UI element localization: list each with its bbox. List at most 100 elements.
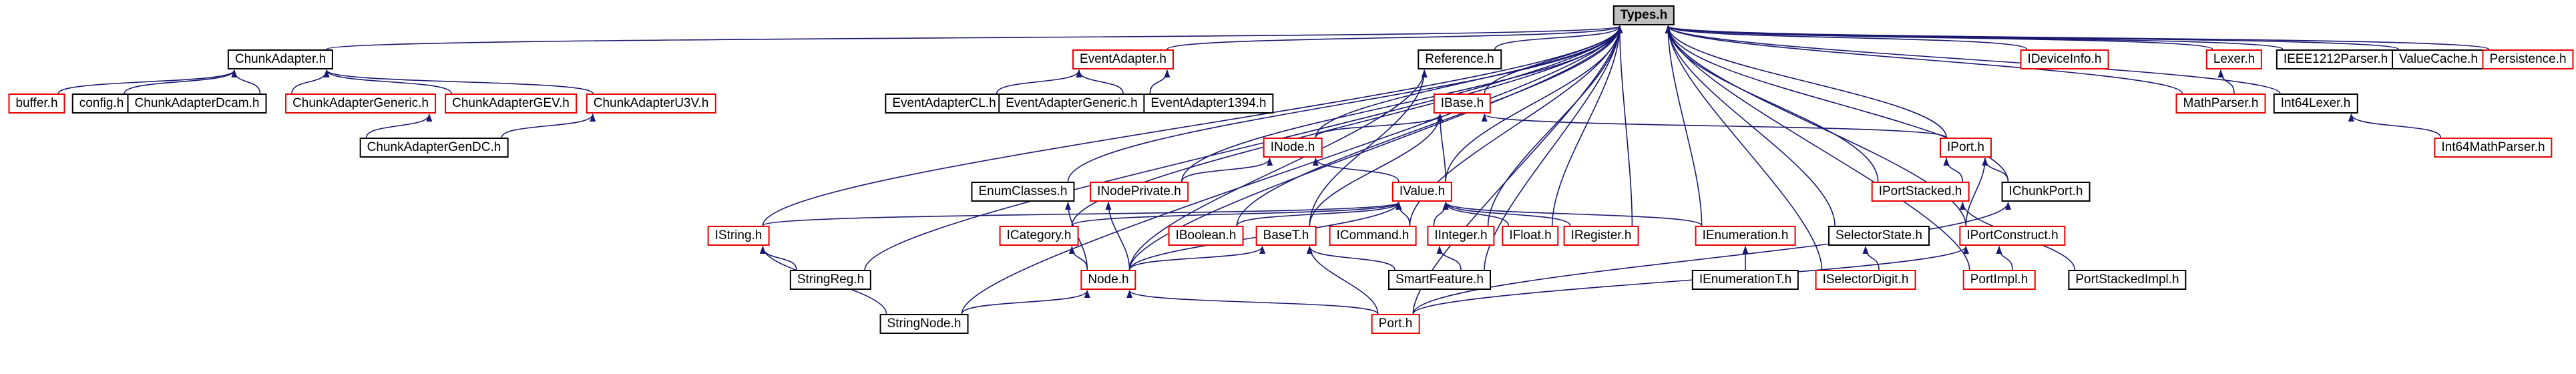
edge-port-to-baset <box>1306 246 1379 315</box>
edge-inodeprivate-to-inode <box>1181 158 1273 182</box>
edge-node-to-icategory <box>1068 246 1088 270</box>
edge-ideviceinfo-to-types <box>1665 25 2028 50</box>
edge-chunkadapter-to-types <box>326 25 1623 50</box>
node-mathparser-h[interactable]: MathParser.h <box>2175 94 2266 114</box>
edge-ichunkport-to-iport <box>1982 158 2009 182</box>
edge-stringreg-to-istring <box>759 246 797 270</box>
node-ivalue-h[interactable]: IValue.h <box>1391 182 1453 202</box>
node-icategory-h[interactable]: ICategory.h <box>999 226 1079 246</box>
node-inodeprivate-h[interactable]: INodePrivate.h <box>1090 182 1189 202</box>
edge-chunkadapterdcam-to-chunkadapter <box>231 69 261 94</box>
edge-baset-to-ibase <box>1309 114 1444 226</box>
node-stringnode-h[interactable]: StringNode.h <box>879 314 969 334</box>
edge-istring-to-types <box>762 25 1623 226</box>
edge-eventadaptercl-to-eventadapter <box>996 69 1082 94</box>
node-iboolean-h[interactable]: IBoolean.h <box>1168 226 1244 246</box>
node-lexer-h[interactable]: Lexer.h <box>2205 49 2263 69</box>
node-chunkadaptergeneric-h[interactable]: ChunkAdapterGeneric.h <box>285 94 436 114</box>
edge-icategory-to-ivalue <box>1071 202 1402 226</box>
edge-iboolean-to-types <box>1236 25 1623 226</box>
node-ieee1212parser-h[interactable]: IEEE1212Parser.h <box>2276 49 2396 69</box>
edge-portimpl-to-iportconstruct <box>1996 246 2013 270</box>
node-chunkadaptergev-h[interactable]: ChunkAdapterGEV.h <box>445 94 577 114</box>
node-chunkadapterdcam-h[interactable]: ChunkAdapterDcam.h <box>127 94 267 114</box>
node-ichunkport-h[interactable]: IChunkPort.h <box>2001 182 2091 202</box>
edge-iportconstruct-to-iport <box>1965 158 1988 226</box>
node-config-h[interactable]: config.h <box>71 94 132 114</box>
node-chunkadapter-h[interactable]: ChunkAdapter.h <box>227 49 334 69</box>
edge-smartfeature-to-baset <box>1306 246 1396 270</box>
edge-ichunkport-to-types <box>1665 25 2009 182</box>
node-icommand-h[interactable]: ICommand.h <box>1329 226 1417 246</box>
node-int64mathparser-h[interactable]: Int64MathParser.h <box>2434 138 2553 158</box>
node-int64lexer-h[interactable]: Int64Lexer.h <box>2273 94 2358 114</box>
edge-ifloat-to-types <box>1551 25 1623 226</box>
edge-iport-to-ibase <box>1482 114 1947 138</box>
edge-port-to-node <box>1126 290 1379 315</box>
node-ibase-h[interactable]: IBase.h <box>1433 94 1492 114</box>
node-iselectordigit-h[interactable]: ISelectorDigit.h <box>1815 270 1916 290</box>
node-iregister-h[interactable]: IRegister.h <box>1563 226 1639 246</box>
edge-chunkadaptergeneric-to-chunkadapter <box>291 69 330 94</box>
edge-ienumeration-to-ivalue <box>1442 202 1703 226</box>
edge-node-to-types <box>1128 25 1623 270</box>
node-portimpl-h[interactable]: PortImpl.h <box>1962 270 2036 290</box>
node-ienumerationt-h[interactable]: IEnumerationT.h <box>1691 270 1799 290</box>
edge-node-to-inodeprivate <box>1105 202 1130 270</box>
node-eventadaptergeneric-h[interactable]: EventAdapterGeneric.h <box>998 94 1145 114</box>
node-iport-h[interactable]: IPort.h <box>1940 138 1992 158</box>
node-smartfeature-h[interactable]: SmartFeature.h <box>1388 270 1491 290</box>
edge-persistence-to-types <box>1665 25 2490 50</box>
node-reference-h[interactable]: Reference.h <box>1418 49 1502 69</box>
node-ienumeration-h[interactable]: IEnumeration.h <box>1695 226 1796 246</box>
edge-int64lexer-to-types <box>1665 25 2281 94</box>
node-selectorstate-h[interactable]: SelectorState.h <box>1828 226 1930 246</box>
edge-iregister-to-ivalue <box>1442 202 1571 226</box>
node-eventadaptercl-h[interactable]: EventAdapterCL.h <box>885 94 1004 114</box>
node-baset-h[interactable]: BaseT.h <box>1255 226 1317 246</box>
node-eventadapter-h[interactable]: EventAdapter.h <box>1072 49 1174 69</box>
edge-baset-to-reference <box>1309 69 1428 226</box>
edge-mathparser-to-types <box>1665 25 2183 94</box>
node-ifloat-h[interactable]: IFloat.h <box>1502 226 1559 246</box>
edge-chunkadaptergendc-to-chunkadaptergeneric <box>365 114 433 138</box>
node-node-h[interactable]: Node.h <box>1080 270 1136 290</box>
edge-stringnode-to-types <box>961 25 1623 315</box>
node-inode-h[interactable]: INode.h <box>1263 138 1323 158</box>
node-iinteger-h[interactable]: IInteger.h <box>1427 226 1495 246</box>
node-chunkadapteru3v-h[interactable]: ChunkAdapterU3V.h <box>586 94 716 114</box>
edge-eventadaptergeneric-to-eventadapter <box>1076 69 1124 94</box>
edge-iregister-to-types <box>1617 25 1633 226</box>
edge-stringnode-to-node <box>961 290 1090 315</box>
edge-chunkadaptergev-to-chunkadapter <box>323 69 452 94</box>
node-ideviceinfo-h[interactable]: IDeviceInfo.h <box>2020 49 2109 69</box>
edge-chunkadaptergendc-to-chunkadapteru3v <box>501 114 596 138</box>
edge-buffer-to-chunkadapter <box>57 69 238 94</box>
edge-icommand-to-ivalue <box>1396 202 1411 226</box>
edge-stringreg-to-types <box>864 25 1623 270</box>
edge-selectorstate-to-types <box>1665 25 1836 226</box>
node-portstackedimpl-h[interactable]: PortStackedImpl.h <box>2068 270 2187 290</box>
edge-iselectordigit-to-types <box>1665 25 1823 270</box>
node-chunkadaptergendc-h[interactable]: ChunkAdapterGenDC.h <box>359 138 509 158</box>
edge-port-to-ichunkport <box>1412 202 2011 315</box>
node-eventadapter1394-h[interactable]: EventAdapter1394.h <box>1143 94 1274 114</box>
node-iportconstruct-h[interactable]: IPortConstruct.h <box>1959 226 2066 246</box>
node-iportstacked-h[interactable]: IPortStacked.h <box>1871 182 1970 202</box>
edge-ienumeration-to-types <box>1665 25 1703 226</box>
edge-iport-to-types <box>1665 25 1947 138</box>
node-persistence-h[interactable]: Persistence.h <box>2482 49 2574 69</box>
edge-node-to-reference <box>1128 69 1428 270</box>
node-enumclasses-h[interactable]: EnumClasses.h <box>971 182 1075 202</box>
node-stringreg-h[interactable]: StringReg.h <box>789 270 872 290</box>
node-port-h[interactable]: Port.h <box>1371 314 1420 334</box>
edge-port-to-iportconstruct <box>1412 246 1969 315</box>
edge-mathparser-to-lexer <box>2217 69 2235 94</box>
node-types-h: Types.h <box>1613 5 1675 25</box>
node-istring-h[interactable]: IString.h <box>707 226 770 246</box>
edge-int64mathparser-to-int64lexer <box>2348 114 2442 138</box>
node-valuecache-h[interactable]: ValueCache.h <box>2392 49 2485 69</box>
edge-ieee1212parser-to-types <box>1665 25 2284 50</box>
node-buffer-h[interactable]: buffer.h <box>8 94 65 114</box>
